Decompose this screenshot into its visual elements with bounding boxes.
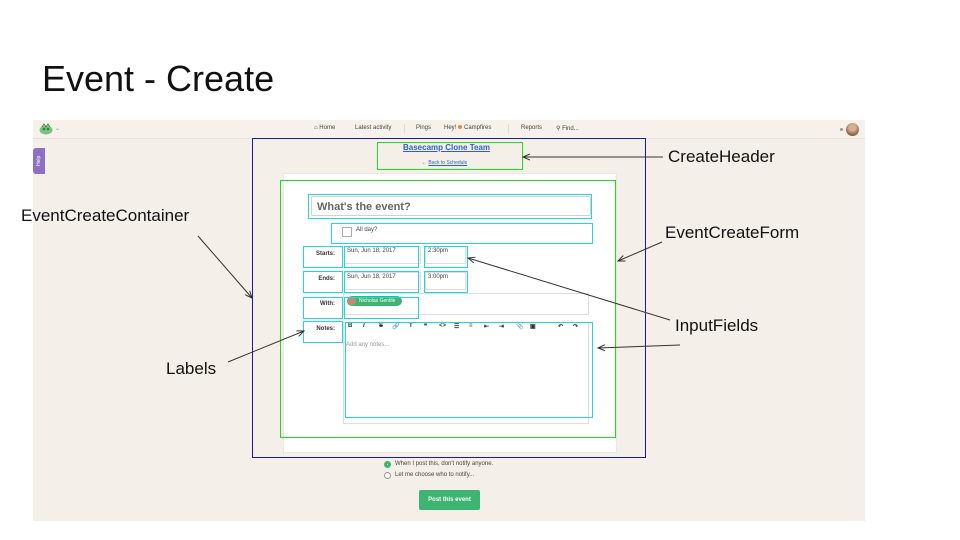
numbered-list-icon[interactable]: ≡ (469, 323, 473, 329)
code-icon[interactable]: <> (439, 323, 447, 329)
strikethrough-icon[interactable]: S (379, 323, 384, 329)
post-event-button[interactable]: Post this event (419, 490, 480, 510)
user-avatar[interactable] (846, 123, 859, 136)
event-title-input[interactable]: What's the event? (311, 196, 591, 216)
event-create-form-outline (280, 180, 616, 438)
labels-annotation: Labels (166, 359, 217, 378)
nav-latest-activity[interactable]: Latest activity (355, 125, 392, 131)
input-field-outline (345, 322, 593, 418)
with-label: With: (320, 301, 335, 307)
input-field-outline (424, 271, 468, 293)
outdent-icon[interactable]: ⇤ (484, 324, 490, 330)
back-to-schedule[interactable]: ← Back to Schedule (422, 160, 468, 166)
notify-none-label: When I post this, don't notify anyone. (395, 461, 494, 467)
input-field-outline (344, 246, 419, 268)
starts-label: Starts: (315, 251, 335, 257)
heading-icon[interactable]: T (409, 323, 413, 329)
with-field[interactable] (343, 293, 589, 315)
nav-find[interactable]: ⚲ Find... (556, 126, 579, 132)
event-create-form-arrow (618, 241, 663, 261)
notes-editor[interactable] (343, 322, 589, 424)
person-avatar (348, 297, 356, 305)
event-create-form-annotation: EventCreateForm (665, 223, 800, 242)
notes-placeholder: Add any notes... (346, 342, 390, 348)
nav-pings[interactable]: Pings (416, 125, 432, 131)
input-fields-annotation: InputFields (675, 316, 759, 335)
bold-icon[interactable]: B (348, 323, 353, 329)
team-title-link[interactable]: Basecamp Clone Team (403, 143, 490, 152)
app-screenshot: ⌄ ⌂ Home Latest activity Pings Hey! Camp… (33, 120, 865, 521)
input-field-outline (308, 194, 592, 219)
label-outline (303, 297, 343, 319)
nav-divider (508, 124, 509, 134)
basecamp-logo-icon[interactable] (39, 123, 53, 135)
labels-arrow (227, 331, 304, 363)
nav-home[interactable]: ⌂ Home (314, 125, 336, 131)
nav-hey[interactable]: Hey! (444, 125, 457, 131)
undo-icon[interactable]: ↶ (558, 324, 564, 330)
create-header-annotation: CreateHeader (668, 147, 775, 166)
label-outline (303, 271, 343, 293)
bullet-list-icon[interactable]: ☰ (454, 324, 460, 330)
italic-icon[interactable]: I (363, 323, 365, 329)
person-chip[interactable]: Nicholas Gentile (347, 296, 403, 306)
input-fields-arrow-1 (468, 258, 671, 321)
slide-title: Event - Create (42, 58, 275, 99)
quote-icon[interactable]: ❞ (424, 324, 428, 330)
notify-choose-radio[interactable] (384, 472, 391, 479)
input-field-outline (344, 297, 419, 319)
event-create-container-annotation: EventCreateContainer (21, 206, 190, 225)
nav-reports[interactable]: Reports (521, 125, 543, 131)
notification-dot-icon (840, 128, 843, 131)
input-field-outline (344, 271, 419, 293)
input-fields-arrow-2 (598, 345, 681, 348)
ends-label: Ends: (318, 276, 335, 282)
all-day-label: All day? (356, 227, 378, 233)
back-arrow-icon: ← (422, 160, 427, 166)
attachment-icon[interactable]: 📎 (516, 324, 524, 330)
image-icon[interactable]: ▣ (530, 324, 536, 330)
indent-icon[interactable]: ⇥ (499, 324, 505, 330)
redo-icon[interactable]: ↷ (573, 324, 579, 330)
ends-time-field[interactable]: 3:00pm (425, 272, 466, 290)
nav-divider (404, 124, 405, 134)
search-icon: ⚲ (556, 126, 563, 132)
campfire-dot-icon (458, 125, 462, 130)
nav-campfires[interactable]: Campfires (457, 125, 491, 131)
event-create-container-arrow (197, 235, 252, 298)
label-outline (303, 246, 343, 268)
notify-none-radio[interactable] (384, 461, 391, 468)
notes-label: Notes: (316, 326, 335, 332)
link-icon[interactable]: 🔗 (392, 324, 400, 330)
ends-date-field[interactable]: Sun, Jun 18, 2017 (344, 272, 421, 290)
input-field-outline (331, 223, 593, 244)
notify-choose-label: Let me choose who to notify... (395, 472, 475, 478)
all-day-checkbox[interactable] (342, 227, 352, 237)
chevron-down-icon[interactable]: ⌄ (55, 126, 61, 132)
home-icon: ⌂ (314, 125, 320, 131)
